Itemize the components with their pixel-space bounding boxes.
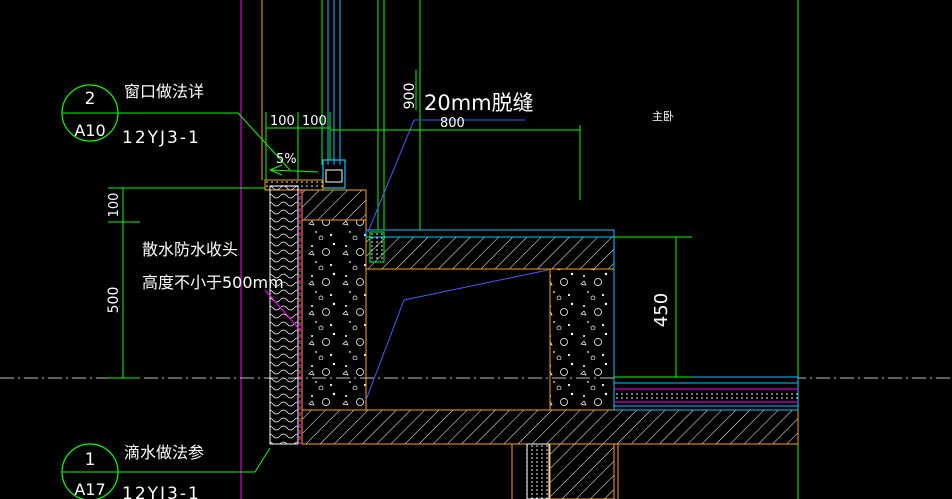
dim-100-left-label: 100 <box>270 114 295 129</box>
dim-20mm-label: 20mm脱缝 <box>424 91 534 115</box>
roof-beam <box>365 236 615 270</box>
dim-100v-label: 100 <box>107 193 122 218</box>
note-leader <box>264 289 301 331</box>
insulation-layer <box>269 185 299 445</box>
callout-top-title: 窗口做法详 <box>124 82 204 101</box>
dim-900-label: 900 <box>402 83 418 110</box>
wall-concrete <box>301 219 367 411</box>
callout-bottom-sheet: A17 <box>74 480 105 499</box>
note-line-1: 散水防水收头 <box>142 240 238 259</box>
callout-top-sheet: A10 <box>74 121 105 140</box>
callout-bottom-number: 1 <box>85 450 96 470</box>
floor-slab <box>301 409 799 445</box>
slope-arrow <box>269 164 319 176</box>
note-line-2: 高度不小于500mm <box>142 273 284 292</box>
callout-top-leader <box>237 112 291 171</box>
dim-500v-label: 500 <box>106 287 122 314</box>
callout-top-number: 2 <box>85 89 96 109</box>
callout-bottom-title: 滴水做法参 <box>124 443 204 462</box>
dim-800-label: 800 <box>440 116 465 131</box>
floor-layer-dots <box>614 392 798 400</box>
leader-20mm <box>367 119 415 233</box>
dim-450-label: 450 <box>651 293 672 327</box>
parapet-hatch <box>301 189 367 221</box>
bay-blue-diag2 <box>403 269 549 301</box>
callout-top-ref: 12YJ3-1 <box>122 128 201 148</box>
window-sill <box>325 169 343 183</box>
room-label: 主卧 <box>652 110 674 123</box>
callout-bottom-leader <box>254 447 271 473</box>
dim-100-right-label: 100 <box>302 114 327 129</box>
slope-label: 5% <box>276 152 297 167</box>
lower-wall-hatch <box>549 443 615 499</box>
seal-block <box>369 231 385 263</box>
lower-insulation <box>526 443 550 499</box>
window-frame <box>322 159 346 189</box>
right-column <box>549 268 615 411</box>
callout-bottom-ref: 12YJ3-1 <box>122 484 201 499</box>
bay-blue-diag <box>365 299 405 401</box>
